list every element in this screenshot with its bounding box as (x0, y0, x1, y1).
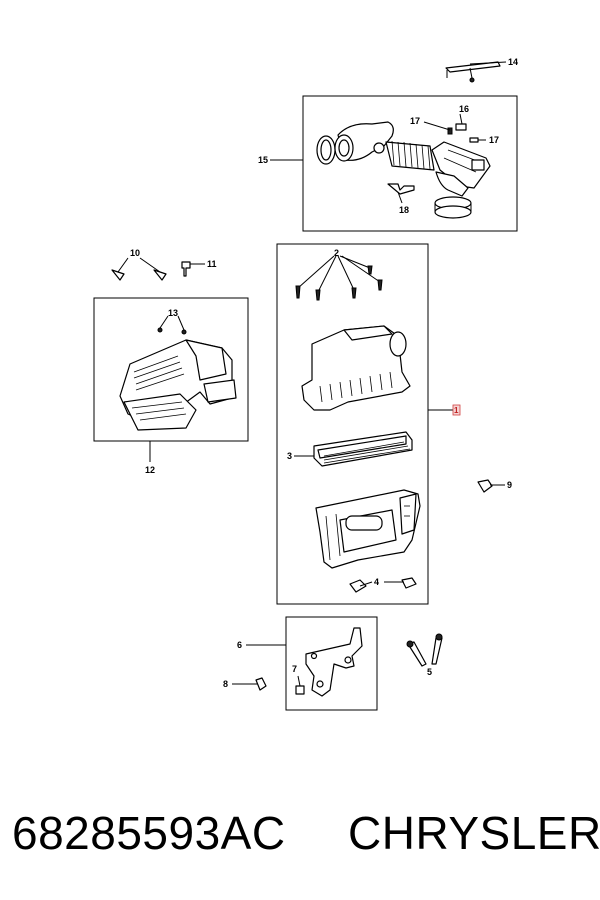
callout-15: 15 (258, 155, 268, 165)
air-filter-element (313, 431, 413, 467)
leader-13a (159, 315, 169, 329)
part-10-fasteners (111, 257, 167, 281)
callout-4: 4 (374, 577, 379, 587)
callout-6: 6 (237, 640, 242, 650)
box-6-bracket (285, 616, 378, 711)
callout-13: 13 (168, 308, 178, 318)
intake-duct-drawing (316, 121, 491, 219)
callout-3: 3 (287, 451, 292, 461)
callout-2: 2 (334, 248, 339, 258)
callout-7: 7 (292, 664, 297, 674)
callout-8: 8 (223, 679, 228, 689)
part-number-label: 68285593AC (12, 807, 286, 859)
callout-9: 9 (507, 480, 512, 490)
part-14-bracket (445, 61, 501, 83)
box-1-air-cleaner (276, 243, 429, 605)
callout-12: 12 (145, 465, 155, 475)
brand-label: CHRYSLER (348, 807, 600, 859)
leader-17a (423, 121, 451, 131)
callout-1: 1 (454, 406, 459, 415)
callout-1-highlight (452, 404, 461, 416)
leader-7 (297, 675, 301, 687)
inlet-housing-drawing (119, 327, 237, 431)
part-5-bolts (406, 633, 443, 667)
air-cleaner-cover (301, 325, 411, 411)
part-2-screws (295, 255, 383, 301)
box-12-inlet-housing (93, 297, 249, 442)
air-cleaner-lower-housing (315, 489, 421, 569)
callout-18: 18 (399, 205, 409, 215)
part-8-clip (255, 677, 267, 691)
part-9-clip (477, 479, 493, 493)
leader-14 (469, 61, 507, 65)
callout-17-right: 17 (489, 135, 499, 145)
callout-5: 5 (427, 667, 432, 677)
parts-diagram: 14 15 (93, 57, 518, 711)
callout-14: 14 (508, 57, 518, 67)
box-15-intake-duct (302, 95, 518, 232)
callout-17-upper-left: 17 (410, 116, 420, 126)
callout-16: 16 (459, 104, 469, 114)
bracket-drawing (295, 627, 363, 697)
callout-10: 10 (130, 248, 140, 258)
leader-13b (177, 315, 185, 331)
leader-16 (459, 113, 463, 125)
part-4-grommets (349, 577, 417, 593)
callout-11: 11 (207, 259, 217, 269)
leader-4 (359, 581, 373, 587)
part-11-pin (181, 261, 191, 277)
